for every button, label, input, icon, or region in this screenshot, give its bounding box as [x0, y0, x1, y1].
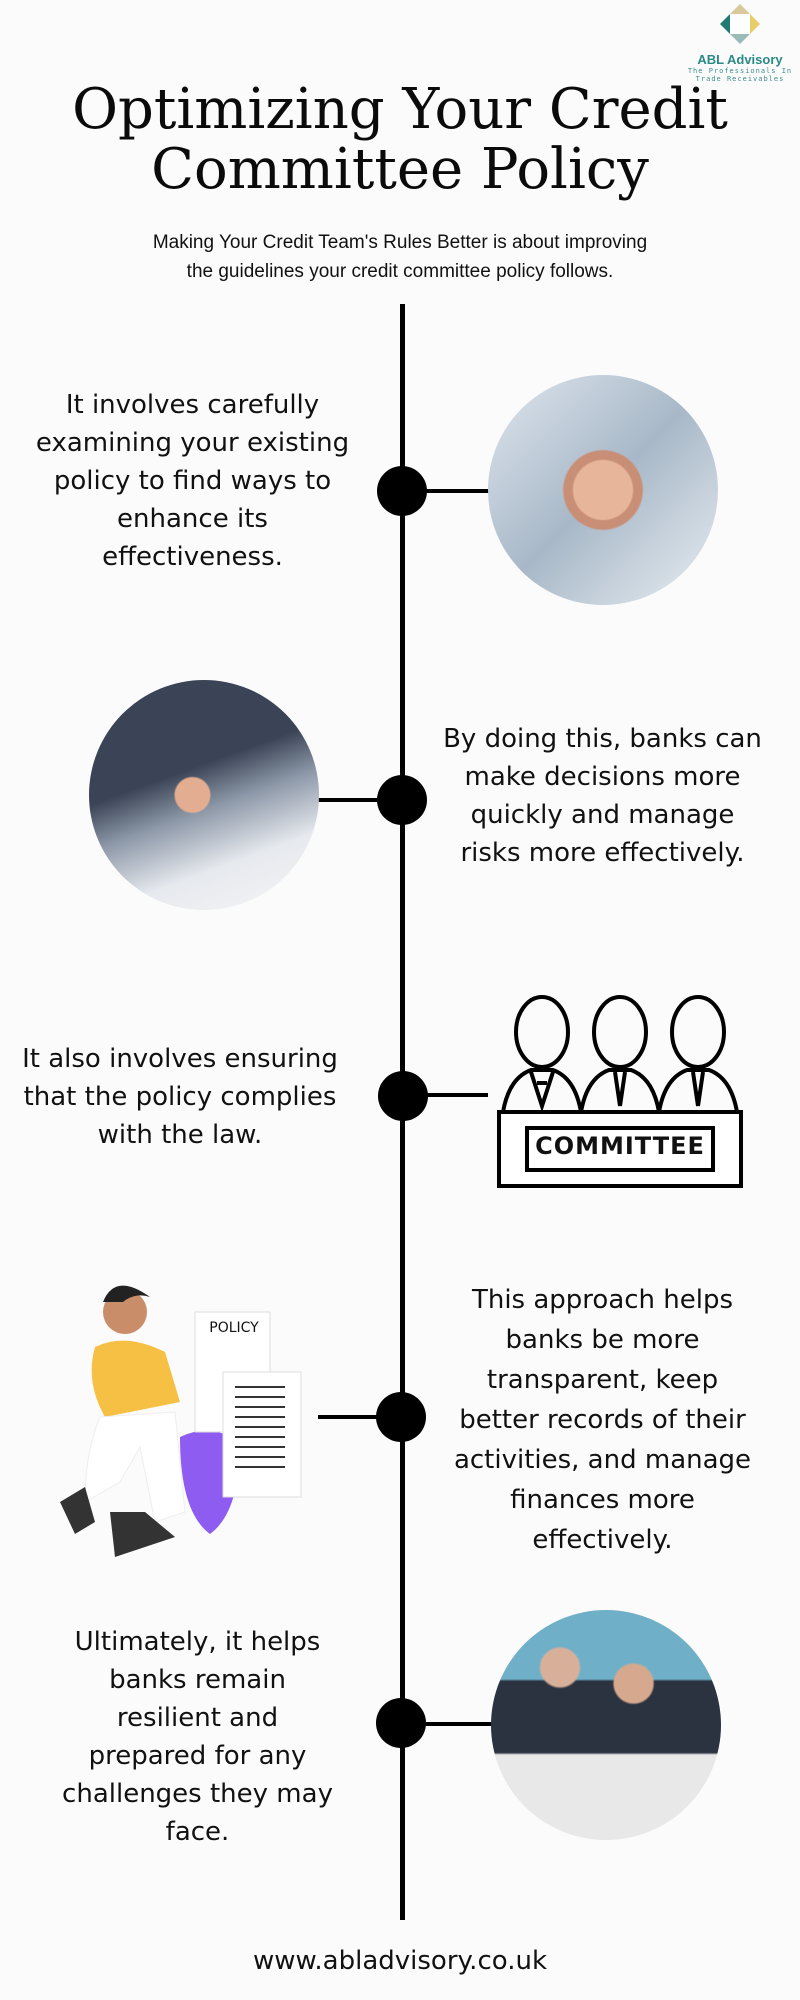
- committee-icon: COMMITTEE: [495, 988, 745, 1190]
- logo-tagline: The Professionals In: [687, 67, 793, 75]
- timeline-dot: [377, 466, 427, 516]
- timeline-dot: [376, 1698, 426, 1748]
- team-hands-photo: [488, 375, 718, 605]
- text-line: risks more effectively.: [460, 838, 745, 868]
- text-line: Ultimately, it helps: [74, 1627, 321, 1657]
- diamond-logo-icon: [720, 4, 760, 44]
- text-line: transparent, keep: [486, 1365, 719, 1395]
- text-line: finances more: [510, 1485, 695, 1515]
- text-line: make decisions more: [464, 762, 741, 792]
- text-line: better records of their: [459, 1405, 746, 1435]
- policy-label: POLICY: [209, 1320, 259, 1336]
- timeline-connector: [318, 798, 388, 802]
- text-line: banks remain: [109, 1665, 286, 1695]
- subtitle-line: the guidelines your credit committee pol…: [186, 261, 614, 282]
- page-title: Optimizing Your Credit Committee Policy: [0, 80, 800, 200]
- timeline-connector: [318, 1415, 388, 1419]
- timeline-connector: [420, 1093, 488, 1097]
- text-line: challenges they may: [62, 1779, 333, 1809]
- text-line: By doing this, banks can: [443, 724, 762, 754]
- step-3-text: It also involves ensuring that the polic…: [15, 1040, 345, 1154]
- page-subtitle: Making Your Credit Team's Rules Better i…: [100, 228, 700, 286]
- step-1-text: It involves carefully examining your exi…: [20, 386, 365, 576]
- text-line: banks be more: [505, 1325, 700, 1355]
- text-line: It also involves ensuring: [22, 1044, 338, 1074]
- step-4-text: This approach helps banks be more transp…: [440, 1280, 765, 1560]
- committee-label: COMMITTEE: [535, 1132, 705, 1160]
- handshake-photo: [89, 680, 319, 910]
- text-line: that the policy complies: [23, 1082, 337, 1112]
- step-5-text: Ultimately, it helps banks remain resili…: [30, 1623, 365, 1851]
- title-line: Optimizing Your Credit: [72, 77, 728, 142]
- text-line: face.: [165, 1817, 230, 1847]
- title-line: Committee Policy: [151, 137, 649, 202]
- text-line: It involves carefully: [65, 390, 320, 420]
- text-line: examining your existing: [35, 428, 350, 458]
- step-2-text: By doing this, banks can make decisions …: [440, 720, 765, 872]
- timeline-connector: [420, 1722, 492, 1726]
- text-line: quickly and manage: [470, 800, 735, 830]
- text-line: policy to find ways to: [53, 466, 332, 496]
- policy-illustration: POLICY: [45, 1272, 305, 1567]
- text-line: with the law.: [97, 1120, 263, 1150]
- abl-advisory-logo: ABL Advisory The Professionals In Trade …: [680, 2, 800, 83]
- logo-name: ABL Advisory: [697, 52, 783, 67]
- text-line: prepared for any: [88, 1741, 307, 1771]
- timeline-dot: [378, 1071, 428, 1121]
- business-meeting-photo: [491, 1610, 721, 1840]
- text-line: enhance its: [117, 504, 268, 534]
- text-line: activities, and manage: [453, 1445, 752, 1475]
- subtitle-line: Making Your Credit Team's Rules Better i…: [152, 232, 648, 253]
- text-line: resilient and: [116, 1703, 279, 1733]
- timeline-connector: [420, 489, 490, 493]
- footer-website-url: www.abladvisory.co.uk: [252, 1946, 547, 1976]
- text-line: effectiveness.: [102, 542, 283, 572]
- text-line: effectively.: [532, 1525, 673, 1555]
- text-line: This approach helps: [471, 1285, 734, 1315]
- logo-tagline: Trade Receivables: [695, 75, 785, 83]
